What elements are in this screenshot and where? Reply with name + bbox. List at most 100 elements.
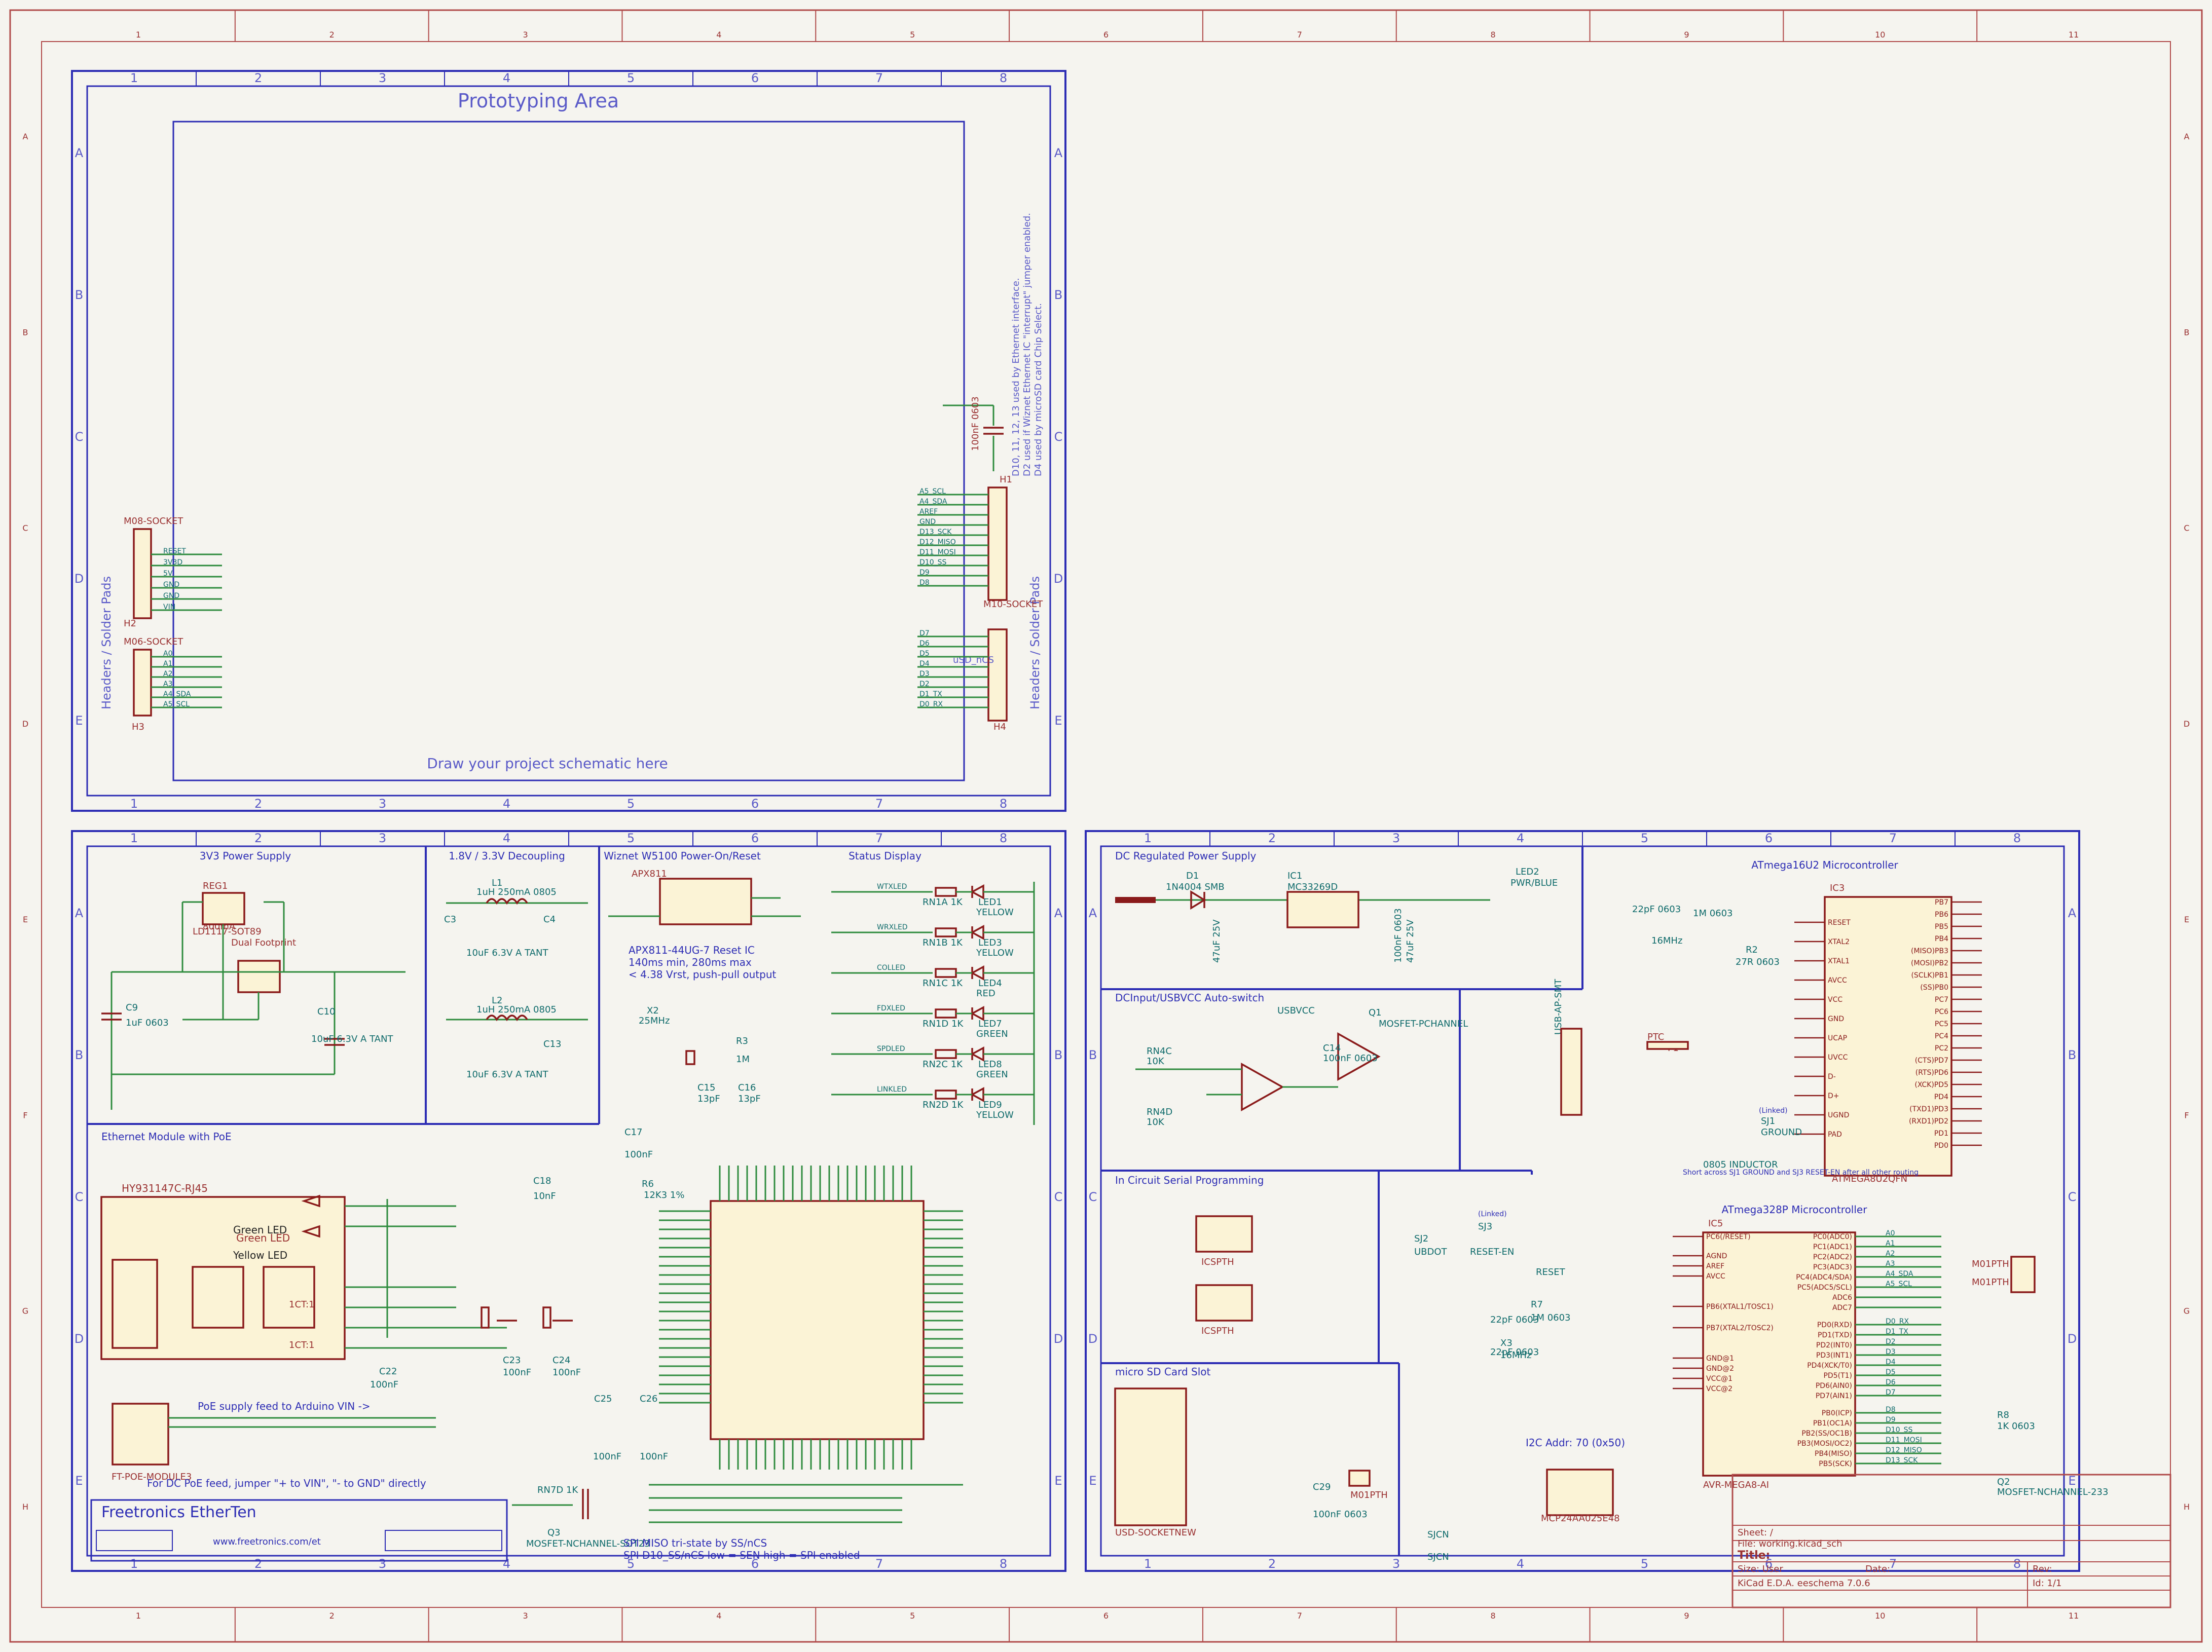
svg-text:22pF 0603: 22pF 0603	[1490, 1347, 1539, 1358]
svg-text:C15: C15	[697, 1082, 715, 1093]
sub-row-label: B	[1089, 1048, 1097, 1062]
status-rn-label: RN1B 1K	[923, 937, 963, 948]
proto-sheet-inner	[86, 85, 1051, 797]
svg-text:L1: L1	[492, 878, 502, 888]
svg-text:USD-SOCKETNEW: USD-SOCKETNEW	[1115, 1527, 1196, 1538]
sub-col-label: 1	[130, 831, 138, 845]
sub-row-label: B	[75, 1048, 83, 1062]
sub-row-label: E	[75, 714, 83, 728]
sub-col-label: 7	[1889, 1557, 1897, 1571]
atmega328p: IC5 AVR-MEGA8-AI PC6(/RESET)AGNDAREFAVCC…	[1414, 1210, 2108, 1562]
ic328-net: D7	[1886, 1388, 1896, 1397]
frame-col-label: 7	[1297, 1611, 1302, 1621]
block-title-ethernet: Ethernet Module with PoE	[101, 1131, 232, 1143]
ic328-pin: PB2(SS/OC1B)	[1801, 1430, 1852, 1438]
sub-row-label: C	[1054, 430, 1063, 444]
svg-text:USB-AP-SMT: USB-AP-SMT	[1553, 979, 1564, 1035]
svg-text:12K3 1%: 12K3 1%	[644, 1190, 684, 1200]
svg-text:100nF: 100nF	[552, 1367, 581, 1378]
svg-text:C25: C25	[594, 1394, 612, 1404]
socket-pin-label: D3	[919, 670, 930, 678]
block-title-icsp: In Circuit Serial Programming	[1115, 1174, 1264, 1186]
svg-text:RESET: RESET	[1536, 1267, 1566, 1278]
sub-row-label: D	[75, 572, 84, 586]
ic16u2-pin: PC7	[1935, 996, 1948, 1004]
green-led-label: Green LED	[233, 1224, 287, 1236]
svg-text:0805 INDUCTOR: 0805 INDUCTOR	[1703, 1159, 1778, 1170]
sub-col-label: 4	[1517, 1557, 1524, 1571]
svg-text:SJ2: SJ2	[1414, 1233, 1428, 1244]
frame-row-label: D	[2184, 719, 2190, 729]
svg-text:100nF: 100nF	[593, 1451, 621, 1462]
svg-text:M08-SOCKET: M08-SOCKET	[124, 516, 183, 527]
svg-text:140ms min, 280ms max: 140ms min, 280ms max	[629, 956, 752, 968]
ic328-pin: AVCC	[1706, 1272, 1725, 1281]
svg-text:(Linked): (Linked)	[1478, 1210, 1507, 1218]
ic328-pin: PB7(XTAL2/TOSC2)	[1706, 1324, 1774, 1332]
ic16u2-pin: RESET	[1828, 919, 1851, 927]
status-led-label: LED4	[978, 978, 1002, 989]
sub-col-label: 2	[254, 797, 262, 811]
proto-note-1: D10, 11, 12, 13 used by Ethernet interfa…	[1011, 278, 1021, 476]
ic328-net: D13_SCK	[1886, 1456, 1918, 1465]
frame-col-label: 9	[1684, 30, 1689, 40]
ic328-net: D9	[1886, 1416, 1896, 1424]
svg-text:FT-POE-MODULE3: FT-POE-MODULE3	[112, 1472, 192, 1482]
ic16u2-pin: PC4	[1935, 1032, 1948, 1040]
status-net-label: WTXLED	[877, 883, 907, 891]
status-led-color: GREEN	[976, 1029, 1008, 1039]
socket-pin-label: A5_SCL	[919, 487, 946, 496]
ic16u2-pin: PC2	[1935, 1044, 1948, 1053]
socket-pin-label: D13_SCK	[919, 528, 952, 536]
frame-col-label: 1	[136, 1611, 141, 1621]
sub-row-label: A	[1054, 906, 1063, 920]
ic16u2-pin: (MISO)PB3	[1911, 947, 1948, 955]
svg-text:10uF 6.3V A TANT: 10uF 6.3V A TANT	[466, 1069, 548, 1080]
svg-text:Short across SJ1 GROUND and SJ: Short across SJ1 GROUND and SJ3 RESET-EN…	[1683, 1169, 1919, 1177]
svg-text:10K: 10K	[1147, 1056, 1165, 1067]
socket-pin-label: D4	[919, 660, 930, 668]
reg1-regulator: 800mA REG1 LD1117-SOT89 Dual Footprint C…	[101, 881, 405, 1110]
sub-col-label: 2	[1268, 1557, 1276, 1571]
ic328-pin: PD4(XCK/T0)	[1807, 1362, 1852, 1370]
svg-text:100nF 0603: 100nF 0603	[1393, 908, 1404, 963]
sub-row-label: A	[75, 146, 84, 160]
sub-col-label: 3	[1392, 831, 1400, 845]
svg-text:1uH 250mA 0805: 1uH 250mA 0805	[476, 1004, 557, 1015]
svg-text:M01PTH: M01PTH	[1350, 1490, 1388, 1500]
svg-text:HY931147C-RJ45: HY931147C-RJ45	[122, 1182, 208, 1194]
ic16u2-pin: XTAL1	[1828, 957, 1850, 965]
status-led-label: LED3	[978, 937, 1002, 948]
svg-text:MC33269D: MC33269D	[1287, 882, 1338, 892]
sub-row-label: C	[75, 430, 84, 444]
socket-pin-label: 5V	[163, 570, 173, 578]
ic328-pin: GND@1	[1706, 1355, 1734, 1363]
ethernet-termination: C22 100nF C23 C24 100nF 100nF C25 C26 10…	[370, 1199, 668, 1462]
proto-side-label-left: Headers / Solder Pads	[99, 576, 114, 709]
sub-col-label: 3	[379, 1557, 386, 1571]
svg-text:SPI D10_SS/nCS low = SEN high: SPI D10_SS/nCS low = SEN high = SPI enab…	[623, 1549, 860, 1561]
sub-row-label: C	[1089, 1190, 1097, 1204]
frame-row-label: F	[23, 1110, 27, 1120]
svg-text:R7: R7	[1531, 1299, 1543, 1310]
sub-row-label: A	[75, 906, 84, 920]
svg-text:I2C Addr: 70 (0x50): I2C Addr: 70 (0x50)	[1526, 1437, 1625, 1449]
ic16u2-pin: (SS)PB0	[1920, 984, 1948, 992]
sub-col-label: 5	[627, 71, 635, 85]
socket-pin-label: A4_SDA	[919, 498, 947, 506]
svg-text:< 4.38 Vrst, push-pull output: < 4.38 Vrst, push-pull output	[629, 968, 777, 981]
svg-text:47uF 25V: 47uF 25V	[1211, 919, 1222, 963]
ic328-pin: PD5(T1)	[1823, 1372, 1852, 1380]
block-title-mcu328p: ATmega328P Microcontroller	[1722, 1204, 1868, 1216]
svg-text:USBVCC: USBVCC	[1277, 1005, 1315, 1016]
sub-row-label: D	[2068, 1332, 2077, 1346]
frame-col-label: 2	[329, 30, 335, 40]
ic328-pin: PC1(ADC1)	[1813, 1243, 1852, 1251]
c1-capacitor: 100nF 0603	[943, 396, 1004, 471]
apx811-reset-ic: APX811 APX811-44UG-7 Reset IC 140ms min,…	[608, 869, 801, 981]
svg-text:100nF: 100nF	[624, 1149, 653, 1160]
title-id: Id: 1/1	[2033, 1578, 2062, 1589]
svg-text:100nF 0603: 100nF 0603	[1313, 1509, 1368, 1520]
